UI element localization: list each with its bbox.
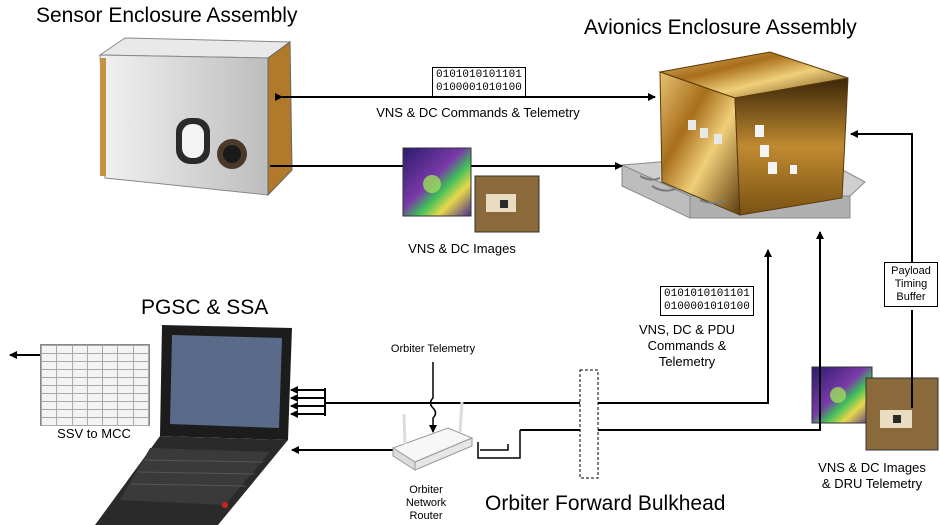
vns-dc-images-label: VNS & DC Images bbox=[408, 241, 516, 256]
bulkhead-passthrough bbox=[579, 369, 599, 479]
bulkhead-title: Orbiter Forward Bulkhead bbox=[485, 492, 726, 515]
avionics-images-link bbox=[520, 362, 821, 431]
sensor-enclosure-image bbox=[98, 37, 293, 197]
vns-dc-images-thumbnails bbox=[402, 147, 540, 233]
laptop-avionics-link bbox=[325, 249, 772, 404]
cmd-telemetry-label: VNS & DC Commands & Telemetry bbox=[376, 105, 580, 120]
avionics-enclosure-image bbox=[620, 51, 866, 219]
orbiter-telemetry-link bbox=[429, 362, 437, 433]
vns-dc-pdu-label: VNS, DC & PDU Commands & Telemetry bbox=[638, 322, 736, 369]
payload-timing-buffer-box: Payload Timing Buffer bbox=[884, 262, 938, 307]
sensor-enclosure-title: Sensor Enclosure Assembly bbox=[36, 4, 298, 27]
orbiter-network-router-label: Orbiter Network Router bbox=[405, 484, 447, 522]
vns-dc-dru-images-thumbnails bbox=[811, 366, 939, 451]
laptop-image bbox=[95, 325, 292, 525]
network-router-image bbox=[391, 401, 474, 471]
ssv-to-mcc-label: SSV to MCC bbox=[57, 426, 131, 441]
vns-dc-images-dru-label: VNS & DC Images & DRU Telemetry bbox=[818, 460, 926, 491]
laptop-input-arrows bbox=[290, 386, 326, 418]
orbiter-telemetry-label: Orbiter Telemetry bbox=[390, 343, 476, 355]
payload-timing-link bbox=[850, 130, 913, 262]
ssv-telemetry-table bbox=[40, 344, 150, 426]
pgsc-ssa-title: PGSC & SSA bbox=[141, 296, 269, 319]
avionics-enclosure-title: Avionics Enclosure Assembly bbox=[584, 16, 857, 39]
